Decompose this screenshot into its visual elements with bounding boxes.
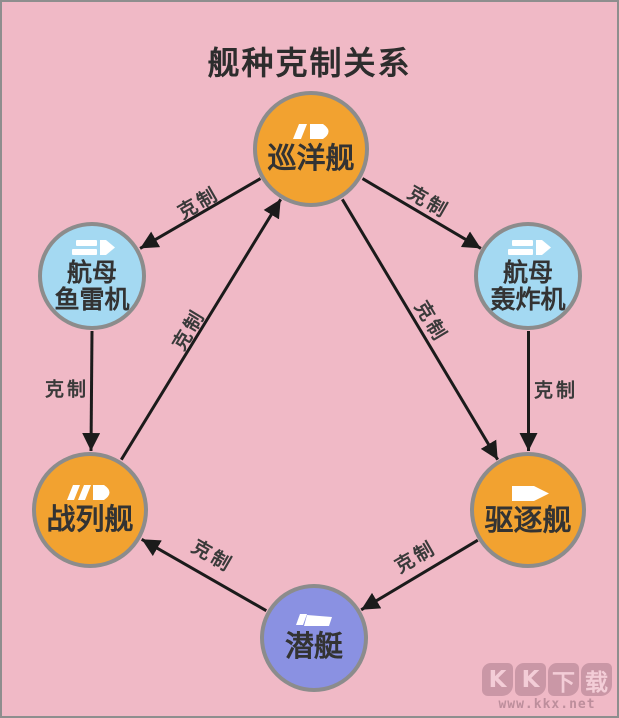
edge-cruiser-to-bomber (361, 177, 482, 250)
node-carrier-torpedo-plane: 航母 鱼雷机 (38, 222, 146, 330)
node-destroyer: 驱逐舰 (470, 452, 586, 568)
node-battleship: 战列舰 (32, 452, 148, 568)
node-submarine: 潜艇 (260, 584, 368, 692)
watermark-logo: K K 下 载 (482, 663, 612, 696)
edge-submarine-to-battleship (140, 537, 268, 613)
node-carrier-bomber-label-line1: 航母 (502, 257, 553, 287)
watermark-char: K (482, 663, 513, 696)
node-carrier-torpedo-plane-label-line2: 鱼雷机 (54, 285, 130, 314)
edge-label-torpedo-battleship: 克制 (44, 378, 90, 401)
page-title: 舰种克制关系 (207, 44, 412, 82)
destroyer-icon (507, 484, 549, 502)
cruiser-ship-icon (288, 123, 334, 140)
watermark-char: 下 (548, 663, 579, 696)
node-carrier-bomber: 航母 轰炸机 (474, 222, 582, 330)
edge-cruiser-to-destroyer (341, 198, 499, 461)
bomber-plane-icon (506, 239, 551, 256)
node-carrier-torpedo-plane-label-line1: 航母 (66, 257, 117, 287)
edge-label-bomber-destroyer: 克制 (533, 379, 579, 402)
node-battleship-label: 战列舰 (46, 502, 134, 537)
watermark-url: www.kkx.net (498, 697, 596, 712)
node-destroyer-label: 驱逐舰 (484, 502, 572, 537)
edge-battleship-to-cruiser (120, 198, 282, 461)
watermark-char: 载 (581, 663, 612, 696)
submarine-icon (294, 613, 334, 628)
edge-destroyer-to-submarine (360, 538, 479, 612)
node-carrier-bomber-label-line2: 轰炸机 (490, 285, 566, 314)
watermark: K K 下 载 www.kkx.net (482, 663, 612, 712)
node-submarine-label: 潜艇 (284, 629, 343, 664)
edge-torpedo-plane-to-battleship (82, 330, 101, 452)
watermark-char: K (515, 663, 546, 696)
node-cruiser: 巡洋舰 (253, 91, 369, 207)
node-cruiser-label: 巡洋舰 (267, 141, 355, 176)
edge-cruiser-to-torpedo-plane (139, 177, 262, 250)
torpedo-plane-icon (70, 239, 115, 256)
battleship-icon (65, 484, 115, 501)
